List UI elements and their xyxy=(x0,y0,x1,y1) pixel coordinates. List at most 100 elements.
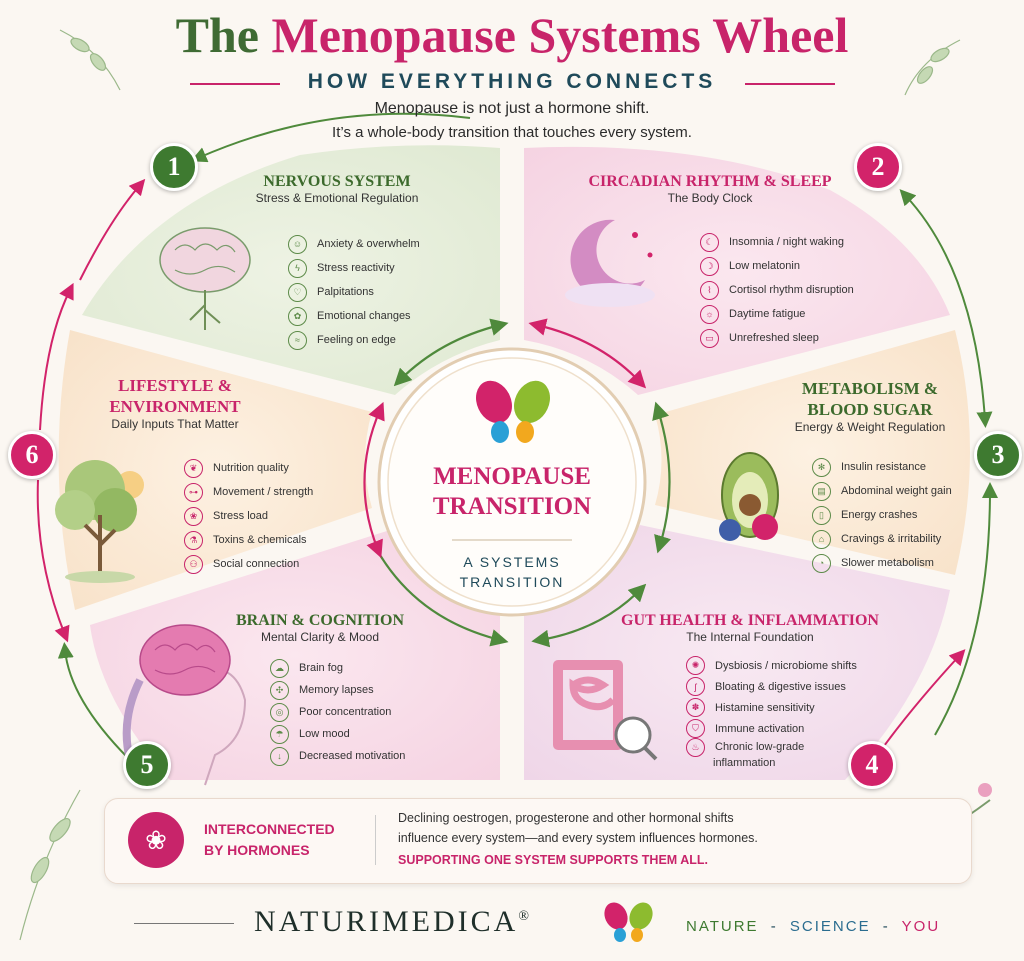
section-brain-cognition: BRAIN & COGNITION Mental Clarity & Mood xyxy=(215,612,425,644)
inner-arrow-circadian xyxy=(528,318,647,389)
section-gut-health: GUT HEALTH & INFLAMMATION The Internal F… xyxy=(600,612,900,644)
registered-mark: ® xyxy=(518,909,532,924)
list-item: ✿Emotional changes xyxy=(288,304,420,328)
banner-title-line2: BY HORMONES xyxy=(204,842,310,858)
section-title: NERVOUS SYSTEM xyxy=(263,173,411,190)
list-item: inflammation xyxy=(713,757,776,769)
banner-text-line1: Declining oestrogen, progesterone and ot… xyxy=(398,811,734,825)
list-item: ◔Slower metabolism xyxy=(812,551,952,575)
outer-arrow-1-left xyxy=(79,178,146,281)
banner-divider xyxy=(375,815,376,865)
tag-sep-2: - xyxy=(882,918,890,935)
list-item: ☾Insomnia / night waking xyxy=(700,230,854,254)
tag-nature: NATURE xyxy=(686,918,759,935)
butterfly-logo-icon xyxy=(476,380,550,443)
flask-icon: ⚗ xyxy=(184,530,203,550)
moon-stars-icon: ☽ xyxy=(700,256,719,276)
banner-text-line2: influence every system—and every system … xyxy=(398,831,758,845)
inner-arrow-lifestyle xyxy=(363,401,385,559)
list-item: ♨Chronic low-grade xyxy=(686,737,857,757)
center-subtitle: A SYSTEMS TRANSITION xyxy=(412,552,612,592)
flame-icon: ♨ xyxy=(686,737,705,757)
intro-line-1: Menopause is not just a hormone shift. xyxy=(374,100,650,117)
section-title: CIRCADIAN RHYTHM & SLEEP xyxy=(588,173,832,190)
list-item: ☂Low mood xyxy=(270,723,405,745)
brand-tagline: NATURE - SCIENCE - YOU xyxy=(686,918,946,935)
leaf-decoration-icon xyxy=(19,29,961,941)
lifestyle-list: ❦Nutrition quality ⊶Movement / strength … xyxy=(184,456,313,576)
tag-sep-1: - xyxy=(770,918,778,935)
segment-brain-cognition xyxy=(90,530,500,780)
list-item: ⚇Social connection xyxy=(184,552,313,576)
center-sub-line2: TRANSITION xyxy=(459,574,565,590)
section-title-line1: LIFESTYLE & xyxy=(118,376,232,395)
list-item: ▯Energy crashes xyxy=(812,503,952,527)
inner-arrow-nervous xyxy=(393,318,509,387)
gauge-icon: ◔ xyxy=(812,553,831,573)
list-item: ❀Stress load xyxy=(184,504,313,528)
outer-arrow-2-3 xyxy=(899,189,993,428)
list-item: ☼Daytime fatigue xyxy=(700,302,854,326)
section-number-2: 2 xyxy=(854,143,902,191)
outer-arrow-3-4 xyxy=(934,482,998,736)
list-item: ✻Insulin resistance xyxy=(812,455,952,479)
brain-icon: ✿ xyxy=(288,306,307,326)
page-subtitle: HOW EVERYTHING CONNECTS xyxy=(307,70,717,93)
moon-icon: ☾ xyxy=(700,232,719,252)
section-metabolism: METABOLISM & BLOOD SUGAR Energy & Weight… xyxy=(780,378,960,434)
list-item: ⌂Cravings & irritability xyxy=(812,527,952,551)
chart-line-icon: ⌇ xyxy=(700,280,719,300)
moon-cloud-illustration-icon xyxy=(565,219,655,307)
section-number-6: 6 xyxy=(8,431,56,479)
section-nervous-system: NERVOUS SYSTEM Stress & Emotional Regula… xyxy=(232,173,442,205)
puzzle-icon: ✣ xyxy=(270,680,289,700)
list-item: ☺Anxiety & overwhelm xyxy=(288,232,420,256)
center-circle-inner xyxy=(387,357,637,607)
histamine-icon: ✽ xyxy=(686,698,705,717)
list-item: ⌇Cortisol rhythm disruption xyxy=(700,278,854,302)
list-item: ⚗Toxins & chemicals xyxy=(184,528,313,552)
list-item: ☽Low melatonin xyxy=(700,254,854,278)
section-number-1: 1 xyxy=(150,143,198,191)
circadian-list: ☾Insomnia / night waking ☽Low melatonin … xyxy=(700,230,854,350)
sun-icon: ☼ xyxy=(700,304,719,324)
section-circadian-rhythm: CIRCADIAN RHYTHM & SLEEP The Body Clock xyxy=(560,173,860,205)
lotus-icon: ❀ xyxy=(184,506,203,526)
battery-icon: ▯ xyxy=(812,505,831,525)
section-subtitle: Energy & Weight Regulation xyxy=(794,420,946,434)
page-title: The Menopause Systems Wheel xyxy=(0,6,1024,64)
list-item: ⊶Movement / strength xyxy=(184,480,313,504)
molecule-icon: ✻ xyxy=(812,457,831,477)
intestine-illustration-icon xyxy=(553,660,658,761)
tag-you: YOU xyxy=(901,918,941,935)
brand-text: NATURIMEDICA xyxy=(254,905,519,938)
title-part1: The xyxy=(175,7,259,63)
list-item: ≈Feeling on edge xyxy=(288,328,420,352)
center-title: MENOPAUSE TRANSITION xyxy=(412,462,612,522)
list-item: ✽Histamine sensitivity xyxy=(686,697,857,718)
cloud-icon: ☁ xyxy=(270,658,289,678)
rain-cloud-icon: ☂ xyxy=(270,724,289,744)
outer-arrow-1-2 xyxy=(190,112,471,163)
list-item: ↓Decreased motivation xyxy=(270,745,405,767)
outer-arrow-6-5 xyxy=(36,479,70,643)
list-item: ✺Dysbiosis / microbiome shifts xyxy=(686,655,857,676)
section-number-3: 3 xyxy=(974,431,1022,479)
section-subtitle: Mental Clarity & Mood xyxy=(260,630,380,644)
heart-icon: ♡ xyxy=(288,282,307,302)
section-title-line2: BLOOD SUGAR xyxy=(807,400,933,419)
section-title-line2: ENVIRONMENT xyxy=(109,397,241,416)
list-item: ◎Poor concentration xyxy=(270,701,405,723)
microbe-icon: ✺ xyxy=(686,656,705,675)
center-title-line1: MENOPAUSE xyxy=(433,463,591,490)
title-part2: Menopause Systems Wheel xyxy=(271,7,849,63)
metabolism-list: ✻Insulin resistance ▤Abdominal weight ga… xyxy=(812,455,952,575)
list-item: ☁Brain fog xyxy=(270,657,405,679)
brand-name: NATURIMEDICA® xyxy=(254,905,532,939)
inner-arrow-brain xyxy=(379,554,509,647)
section-lifestyle: LIFESTYLE & ENVIRONMENT Daily Inputs Tha… xyxy=(70,375,280,431)
